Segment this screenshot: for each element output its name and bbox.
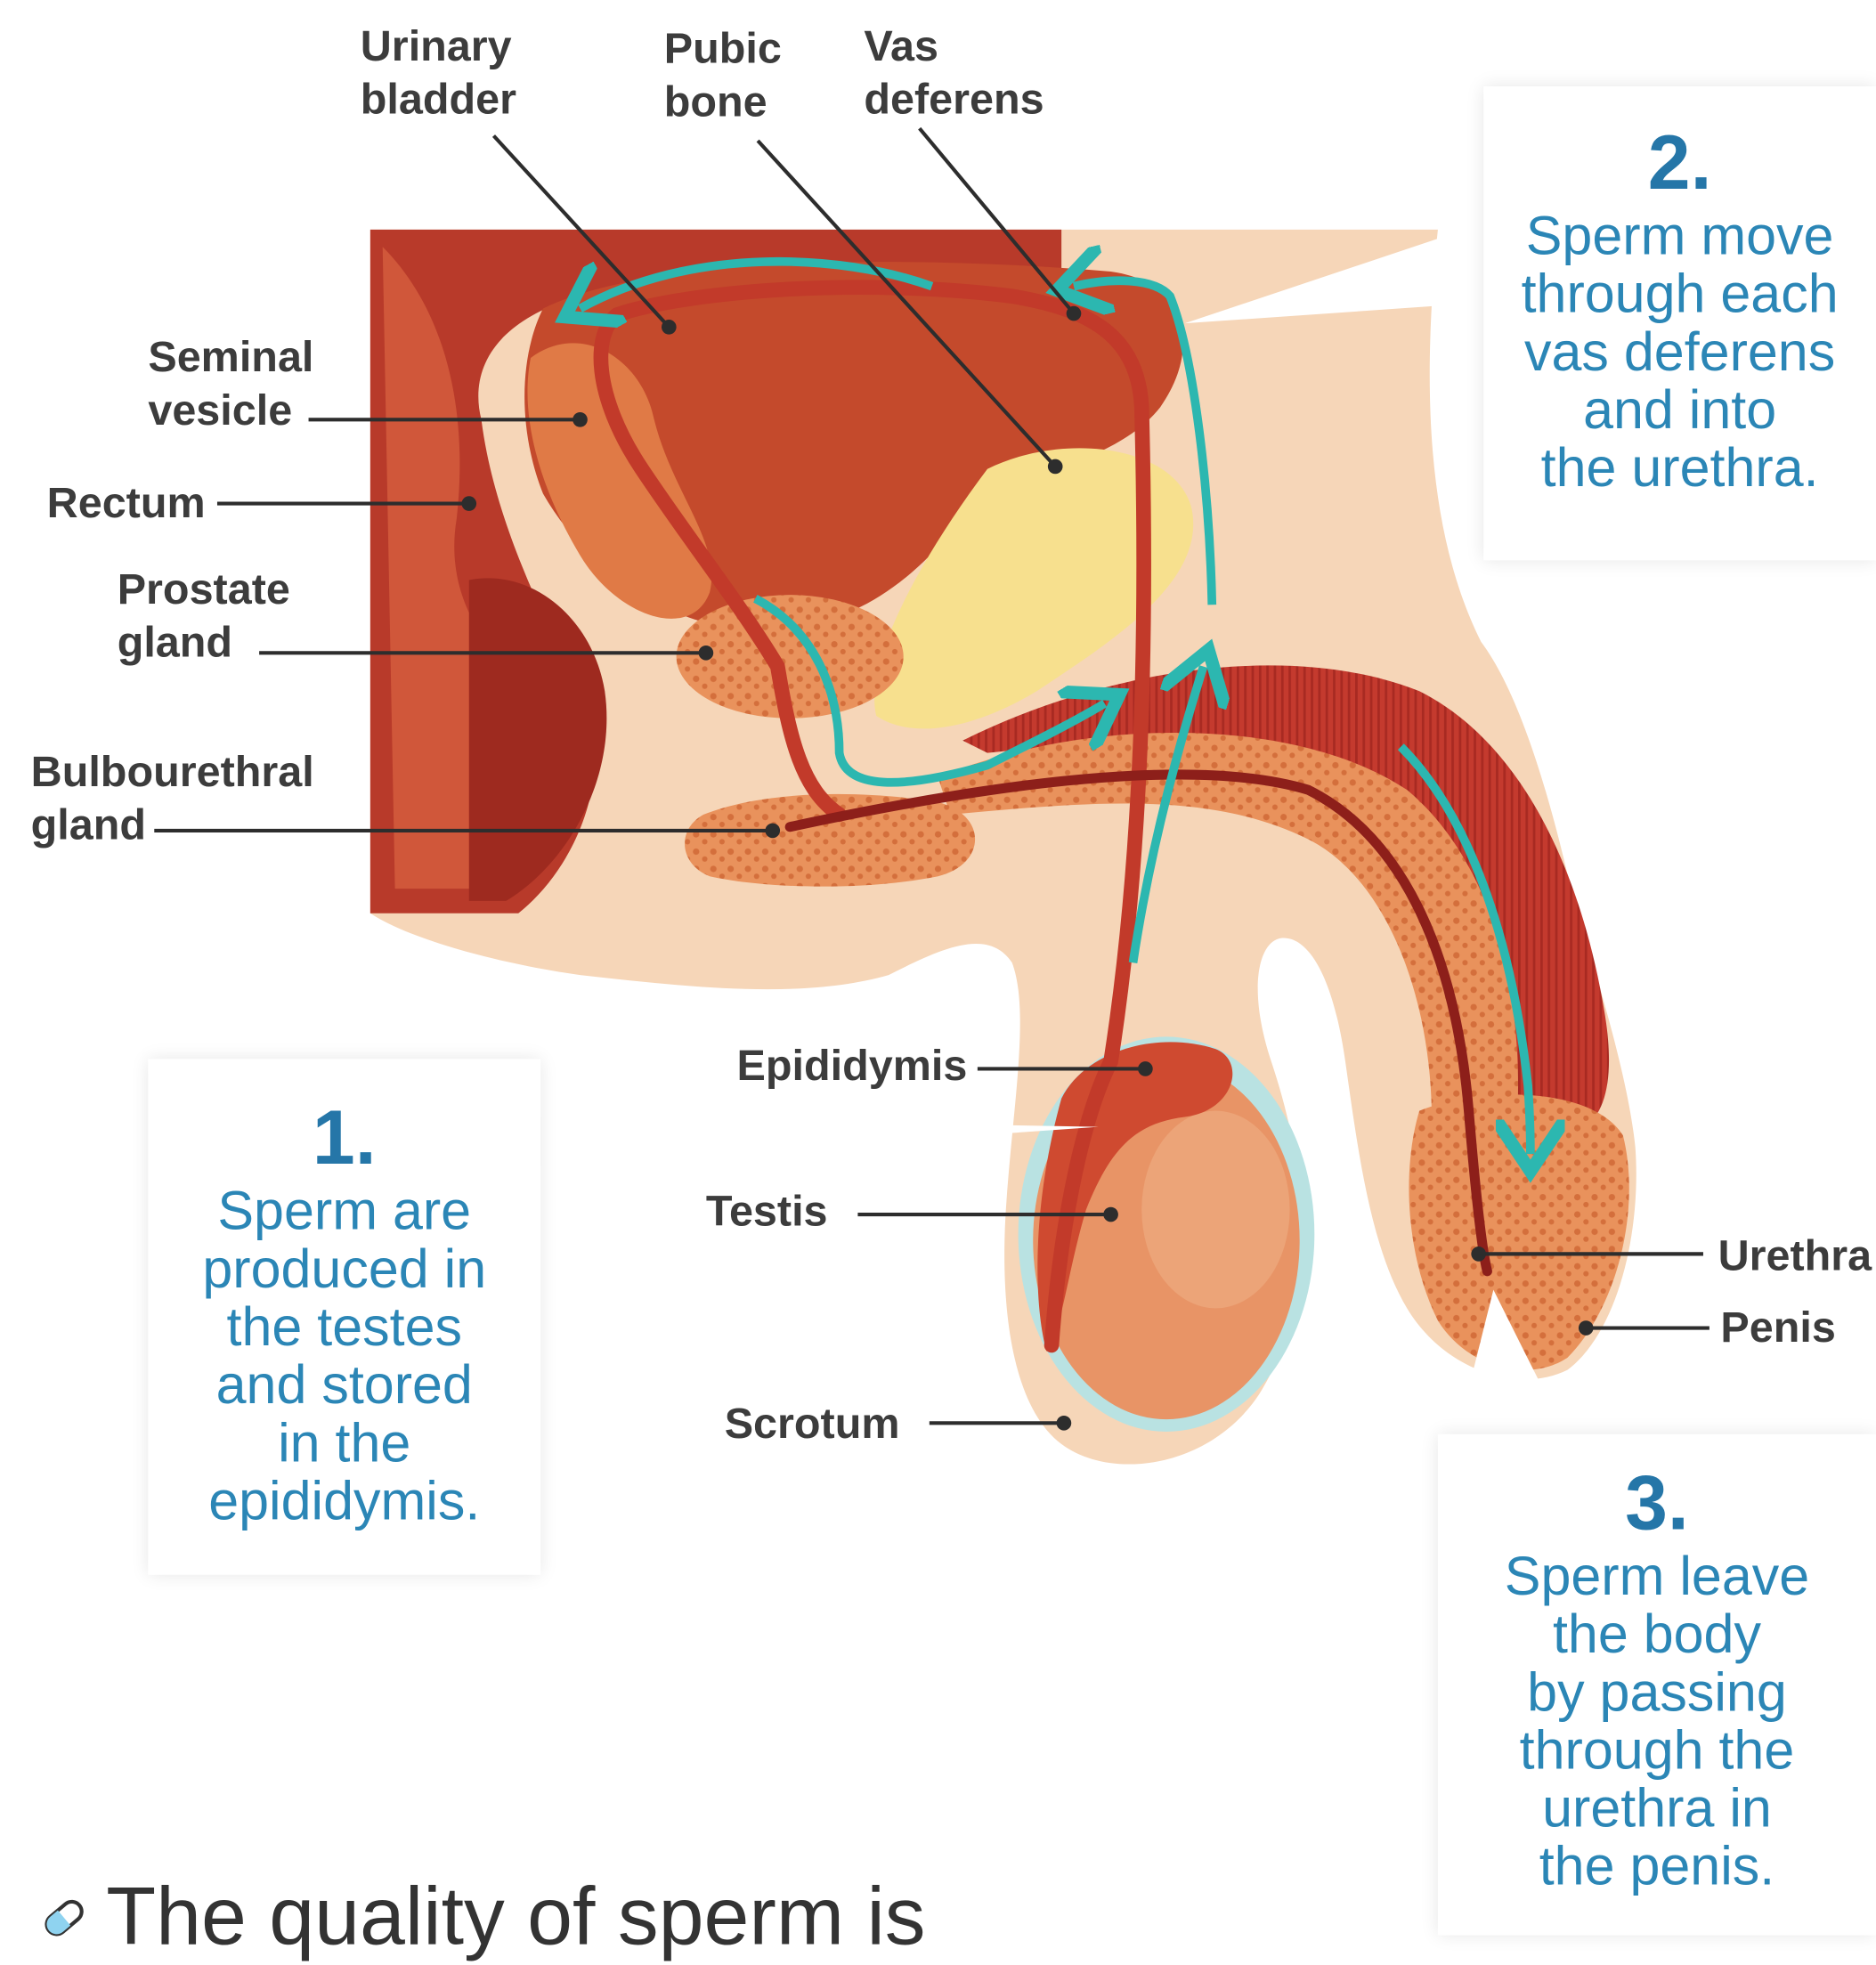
callout-2-line: and into [1483,381,1876,439]
label-bulbourethral-gland-line2: gland [31,799,314,852]
dot-rectum [461,496,476,511]
callout-1-line: and stored [148,1356,540,1414]
callout-1-number: 1. [148,1096,540,1182]
callout-1-line: epididymis. [148,1473,540,1531]
testis-highlight [1141,1111,1289,1309]
dot-prostate [699,646,714,661]
callout-3-text: Sperm leave the body by passing through … [1438,1547,1876,1896]
label-bulbourethral-gland: Bulbourethral gland [31,745,314,851]
callout-1-line: Sperm are [148,1182,540,1240]
callout-2-text: Sperm move through each vas deferens and… [1483,207,1876,498]
label-vas-deferens: Vas deferens [864,20,1044,126]
callout-2-line: vas deferens [1483,323,1876,381]
label-pubic-bone: Pubic bone [664,22,782,128]
label-urinary-bladder-line1: Urinary [361,20,516,73]
label-prostate-gland-line2: gland [118,616,290,670]
label-urinary-bladder: Urinary bladder [361,20,516,126]
label-urinary-bladder-line2: bladder [361,73,516,126]
label-seminal-vesicle-line2: vesicle [148,384,313,437]
dot-testis [1103,1207,1118,1222]
label-epididymis: Epididymis [737,1039,968,1092]
label-testis: Testis [706,1185,828,1238]
dot-scrotum [1057,1416,1072,1431]
callout-2: 2. Sperm move through each vas deferens … [1483,86,1876,560]
label-pubic-bone-line1: Pubic [664,22,782,76]
label-urethra: Urethra [1718,1230,1872,1283]
callout-1-line: in the [148,1415,540,1473]
callout-3-line: through the [1438,1722,1876,1780]
dot-pubic [1048,459,1063,475]
callout-3-number: 3. [1438,1461,1876,1547]
callout-2-line: the urethra. [1483,439,1876,497]
label-seminal-vesicle-line1: Seminal [148,331,313,385]
label-rectum: Rectum [47,476,206,530]
callout-1-line: the testes [148,1298,540,1356]
callout-3-line: the penis. [1438,1838,1876,1896]
callout-2-line: Sperm move [1483,207,1876,265]
label-prostate-gland-line1: Prostate [118,563,290,616]
label-scrotum: Scrotum [725,1397,900,1450]
dot-epididymis [1138,1061,1153,1076]
callout-3: 3. Sperm leave the body by passing throu… [1438,1434,1876,1936]
dot-bladder [662,320,677,335]
label-penis: Penis [1720,1301,1835,1354]
callout-3-line: urethra in [1438,1780,1876,1838]
dot-urethra [1471,1246,1486,1262]
callout-1-line: produced in [148,1240,540,1298]
callout-1-text: Sperm are produced in the testes and sto… [148,1182,540,1531]
callout-3-line: by passing [1438,1664,1876,1722]
pill-icon [37,1891,92,1945]
callout-3-line: the body [1438,1605,1876,1663]
label-seminal-vesicle: Seminal vesicle [148,331,313,437]
dot-penis [1579,1320,1594,1336]
dot-seminal [573,412,588,427]
label-prostate-gland: Prostate gland [118,563,290,669]
callout-2-number: 2. [1483,121,1876,207]
dot-bulbourethral [765,824,780,839]
bottom-heading: The quality of sperm is [106,1866,925,1965]
label-vas-deferens-line1: Vas [864,20,1044,73]
label-vas-deferens-line2: deferens [864,73,1044,126]
dot-vas [1067,306,1082,321]
label-pubic-bone-line2: bone [664,76,782,129]
callout-1: 1. Sperm are produced in the testes and … [148,1059,540,1574]
callout-2-line: through each [1483,265,1876,323]
callout-3-line: Sperm leave [1438,1547,1876,1605]
label-bulbourethral-gland-line1: Bulbourethral [31,745,314,799]
